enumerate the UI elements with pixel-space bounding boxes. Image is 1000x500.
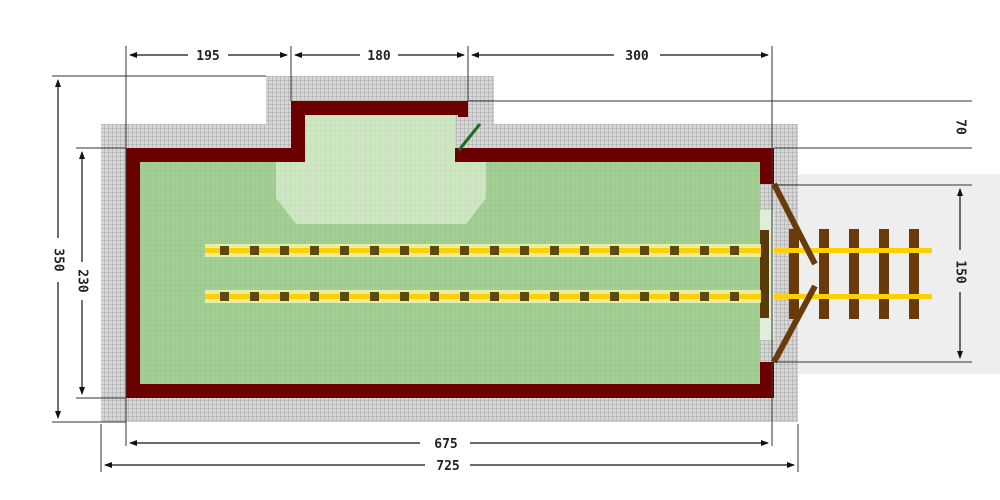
dim-label-675: 675 <box>434 437 457 452</box>
dim-label-350: 350 <box>51 248 66 272</box>
wall-bottom <box>126 384 774 398</box>
sleeper-mark <box>700 246 709 255</box>
wall-bay-left <box>291 101 305 162</box>
wall-right-upper <box>760 148 774 184</box>
sleeper-mark <box>310 292 319 301</box>
sleeper <box>819 229 829 319</box>
extension-lines <box>52 46 972 472</box>
dim-label-725: 725 <box>436 459 459 474</box>
wall-right-lower <box>760 362 774 398</box>
gate-swing <box>457 123 482 151</box>
wall-left <box>126 148 140 398</box>
track-sleepers <box>789 229 919 319</box>
dim-label-180: 180 <box>367 49 391 64</box>
sleeper <box>789 229 799 319</box>
wall-top-left <box>126 148 305 162</box>
sleeper-mark <box>730 246 739 255</box>
sleeper-mark <box>520 246 529 255</box>
sleeper-mark <box>400 292 409 301</box>
sleeper-mark <box>640 292 649 301</box>
door-leaf-bottom <box>771 284 818 364</box>
wall-top-right <box>455 148 774 162</box>
sleeper <box>879 229 889 319</box>
dim-label-70: 70 <box>953 119 968 135</box>
sleeper-mark <box>220 246 229 255</box>
dim-label-150: 150 <box>953 260 968 284</box>
sleeper-mark <box>640 246 649 255</box>
buffer-stop <box>760 230 769 318</box>
sleeper-mark <box>460 246 469 255</box>
sleeper-mark <box>250 246 259 255</box>
bay-area <box>276 115 486 224</box>
dimension-lines <box>55 52 963 468</box>
sleeper-mark <box>520 292 529 301</box>
indoor-rail <box>205 248 761 253</box>
sleeper-mark <box>340 292 349 301</box>
sleeper-mark <box>550 246 559 255</box>
sleeper-mark <box>460 292 469 301</box>
walls <box>126 101 774 398</box>
sleeper-mark <box>370 246 379 255</box>
sleeper-mark <box>550 292 559 301</box>
dim-label-300: 300 <box>625 49 649 64</box>
sleeper-mark <box>310 246 319 255</box>
sleeper-mark <box>430 292 439 301</box>
sleeper-mark <box>220 292 229 301</box>
sleeper-mark <box>580 292 589 301</box>
sleeper <box>909 229 919 319</box>
sleeper-mark <box>250 292 259 301</box>
indoor-rails <box>205 244 761 303</box>
dim-label-195: 195 <box>196 49 219 64</box>
sleeper-mark <box>610 292 619 301</box>
sleeper-mark <box>490 292 499 301</box>
sleeper-mark <box>580 246 589 255</box>
door-leaf-top <box>771 182 818 266</box>
sleeper-mark <box>730 292 739 301</box>
indoor-rail <box>205 294 761 299</box>
outdoor-rail-top <box>774 248 932 253</box>
sleeper-mark <box>670 292 679 301</box>
dim-label-230: 230 <box>75 269 90 293</box>
track-approach-area <box>798 174 1000 374</box>
sleeper-mark <box>400 246 409 255</box>
sleeper-mark <box>700 292 709 301</box>
sleeper-mark <box>340 246 349 255</box>
sleeper-mark <box>430 246 439 255</box>
sleeper-mark <box>280 292 289 301</box>
sleeper <box>849 229 859 319</box>
wall-bay-top <box>291 101 468 115</box>
sleeper-mark <box>610 246 619 255</box>
outdoor-rail-bottom <box>774 294 932 299</box>
sleeper-mark <box>370 292 379 301</box>
wall-bay-right-stub <box>458 101 468 117</box>
sleeper-mark <box>670 246 679 255</box>
sleeper-mark <box>490 246 499 255</box>
sleeper-mark <box>280 246 289 255</box>
